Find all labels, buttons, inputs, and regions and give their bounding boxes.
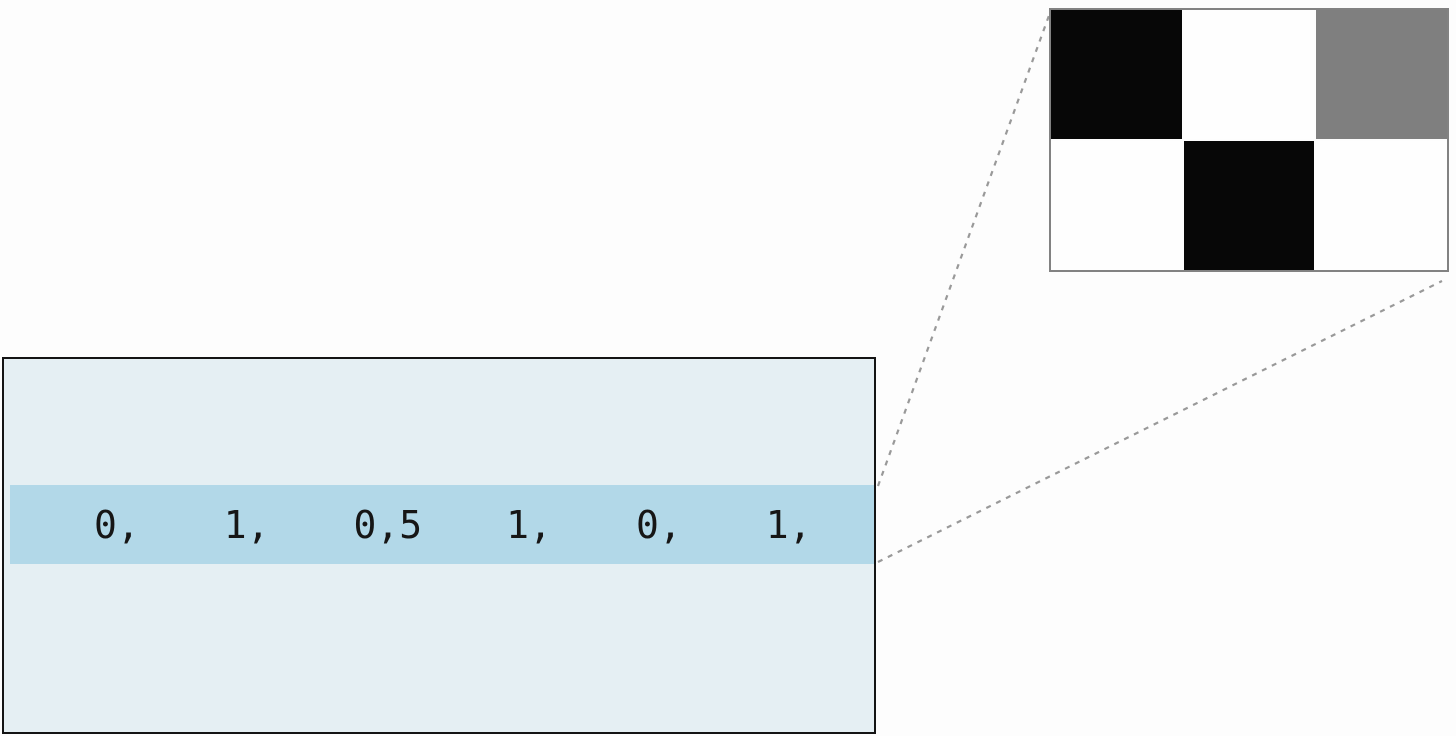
pixel-cell-r1c1-black [1051,10,1182,139]
pixel-cell-r2c3-white [1316,141,1447,270]
pixel-data-box: 0, 1, 0,5 1, 0, 1, [2,357,876,734]
magnified-pixel-grid [1049,8,1449,272]
pixel-cell-r1c2-white [1183,10,1315,139]
pixel-cell-r1c3-gray [1316,10,1447,139]
pixel-cell-r2c2-black [1183,141,1315,270]
pixel-value-1: 0, [94,502,140,547]
pixel-value-4: 1, [506,502,552,547]
pixel-value-3: 0,5 [353,502,423,547]
pixel-cell-r2c1-white [1051,141,1182,270]
pixel-value-6: 1, [765,502,812,547]
pixel-value-5: 0, [635,502,682,547]
connector-line-bottom [877,280,1443,563]
connector-line-top [876,9,1053,487]
pixel-value-2: 1, [223,502,270,547]
highlighted-pixel-row: 0, 1, 0,5 1, 0, 1, [10,485,874,564]
